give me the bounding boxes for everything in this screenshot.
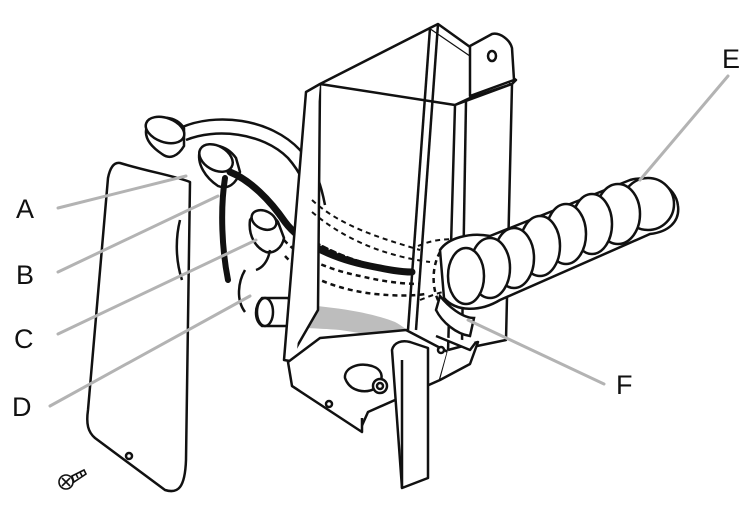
leader-f	[466, 318, 606, 386]
tray-hole-left	[324, 399, 334, 409]
conduit-connector	[434, 293, 476, 338]
callout-b: B	[16, 260, 35, 290]
wire-nut-d	[254, 296, 294, 328]
leader-d	[48, 294, 252, 408]
wire-nut-b	[197, 143, 242, 189]
leader-lines	[48, 74, 730, 408]
callout-f: F	[616, 370, 633, 400]
leader-b	[56, 194, 220, 274]
screw-icon	[58, 468, 88, 490]
cover-plate	[86, 161, 192, 493]
flexible-conduit	[432, 176, 680, 311]
cover-plate-hole	[124, 451, 134, 461]
leader-c	[56, 238, 258, 336]
tray-hole-right	[436, 345, 446, 355]
shaded-cable	[288, 304, 420, 356]
callout-d: D	[12, 392, 32, 422]
callout-c: C	[14, 324, 34, 354]
leader-e	[638, 74, 730, 182]
mounting-strap	[390, 340, 430, 490]
leader-a	[56, 174, 188, 210]
mounting-hole-top	[486, 49, 498, 63]
callout-a: A	[16, 194, 35, 224]
wire-nut-a	[144, 115, 186, 158]
callout-e: E	[722, 44, 741, 74]
